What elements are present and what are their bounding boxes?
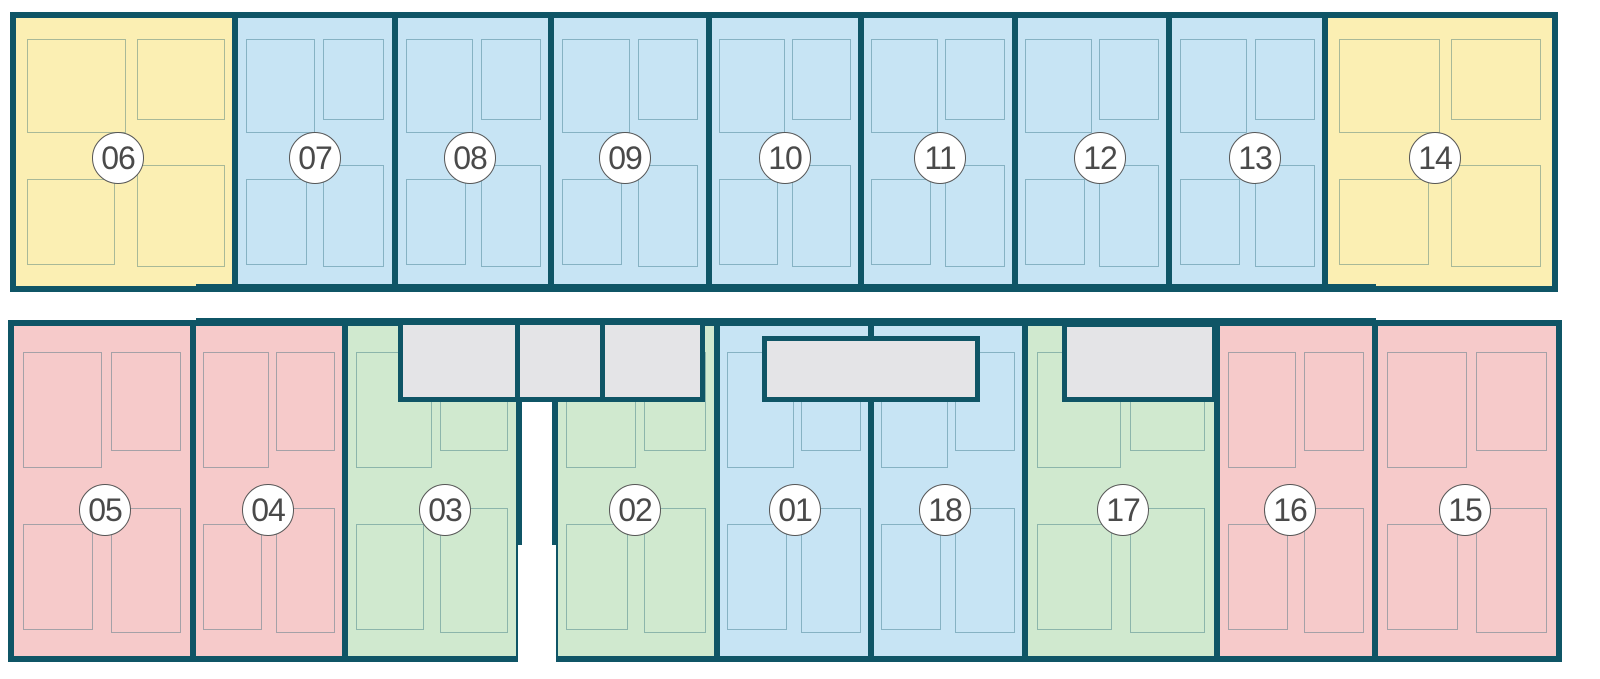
room-outline bbox=[727, 352, 794, 468]
lift-bank-center bbox=[762, 336, 980, 402]
room-outline bbox=[727, 524, 787, 630]
room-outline bbox=[801, 507, 861, 633]
room-outline bbox=[1227, 352, 1296, 468]
room-outline bbox=[871, 178, 931, 265]
room-outline bbox=[22, 524, 94, 630]
room-outline bbox=[792, 165, 851, 268]
room-outline bbox=[719, 178, 778, 265]
unit-06[interactable] bbox=[10, 12, 242, 292]
stair-core-east bbox=[1062, 322, 1217, 402]
room-outline bbox=[1099, 39, 1159, 120]
room-outline bbox=[1475, 507, 1548, 633]
room-outline bbox=[1339, 39, 1440, 134]
room-outline bbox=[1303, 352, 1365, 452]
room-outline bbox=[792, 39, 851, 120]
room-outline bbox=[881, 524, 941, 630]
room-outline bbox=[405, 178, 466, 265]
room-outline bbox=[565, 524, 629, 630]
room-outline bbox=[356, 524, 424, 630]
unit-number-label: 04 bbox=[242, 484, 294, 536]
room-outline bbox=[276, 352, 335, 452]
room-outline bbox=[637, 39, 699, 120]
room-outline bbox=[719, 39, 785, 134]
corridor-wall-top bbox=[196, 284, 1376, 290]
room-outline bbox=[203, 524, 262, 630]
unit-number-label: 15 bbox=[1439, 484, 1491, 536]
room-outline bbox=[27, 178, 115, 265]
room-outline bbox=[27, 39, 126, 134]
room-outline bbox=[1227, 524, 1289, 630]
unit-number-label: 02 bbox=[609, 484, 661, 536]
room-outline bbox=[137, 39, 225, 120]
lift-core-east bbox=[600, 320, 705, 402]
unit-number-label: 13 bbox=[1229, 132, 1281, 184]
room-outline bbox=[1025, 178, 1085, 265]
unit-number-label: 16 bbox=[1264, 484, 1316, 536]
room-outline bbox=[110, 352, 182, 452]
unit-number-label: 03 bbox=[419, 484, 471, 536]
room-outline bbox=[955, 507, 1015, 633]
room-outline bbox=[480, 165, 541, 268]
room-outline bbox=[1475, 352, 1548, 452]
room-outline bbox=[1179, 178, 1240, 265]
stair-core-west bbox=[398, 320, 520, 402]
unit-number-label: 09 bbox=[599, 132, 651, 184]
room-outline bbox=[1179, 39, 1247, 134]
room-outline bbox=[1254, 165, 1315, 268]
unit-number-label: 17 bbox=[1097, 484, 1149, 536]
room-outline bbox=[1025, 39, 1092, 134]
room-outline bbox=[945, 39, 1005, 120]
room-outline bbox=[643, 507, 707, 633]
room-outline bbox=[276, 507, 335, 633]
unit-number-label: 05 bbox=[79, 484, 131, 536]
room-outline bbox=[405, 39, 473, 134]
room-outline bbox=[1451, 39, 1541, 120]
unit-number-label: 01 bbox=[769, 484, 821, 536]
room-outline bbox=[561, 178, 623, 265]
unit-number-label: 07 bbox=[289, 132, 341, 184]
room-outline bbox=[1037, 524, 1112, 630]
unit-number-label: 14 bbox=[1409, 132, 1461, 184]
room-outline bbox=[245, 178, 308, 265]
courtyard-cutout bbox=[518, 545, 556, 679]
room-outline bbox=[137, 165, 225, 268]
room-outline bbox=[1254, 39, 1315, 120]
room-outline bbox=[561, 39, 630, 134]
unit-number-label: 12 bbox=[1074, 132, 1126, 184]
room-outline bbox=[245, 39, 315, 134]
room-outline bbox=[871, 39, 938, 134]
room-outline bbox=[480, 39, 541, 120]
corridor-wall-bottom bbox=[196, 318, 1376, 324]
lift-core-west bbox=[515, 320, 605, 402]
room-outline bbox=[1386, 352, 1467, 468]
room-outline bbox=[1339, 178, 1429, 265]
room-outline bbox=[1303, 507, 1365, 633]
unit-number-label: 18 bbox=[919, 484, 971, 536]
room-outline bbox=[1130, 507, 1205, 633]
unit-number-label: 10 bbox=[759, 132, 811, 184]
room-outline bbox=[110, 507, 182, 633]
room-outline bbox=[637, 165, 699, 268]
room-outline bbox=[1099, 165, 1159, 268]
unit-number-label: 11 bbox=[914, 132, 966, 184]
room-outline bbox=[22, 352, 102, 468]
room-outline bbox=[945, 165, 1005, 268]
room-outline bbox=[440, 507, 508, 633]
room-outline bbox=[356, 352, 432, 468]
unit-number-label: 08 bbox=[444, 132, 496, 184]
room-outline bbox=[322, 165, 385, 268]
room-outline bbox=[322, 39, 385, 120]
room-outline bbox=[203, 352, 269, 468]
room-outline bbox=[1386, 524, 1459, 630]
unit-number-label: 06 bbox=[92, 132, 144, 184]
room-outline bbox=[1451, 165, 1541, 268]
